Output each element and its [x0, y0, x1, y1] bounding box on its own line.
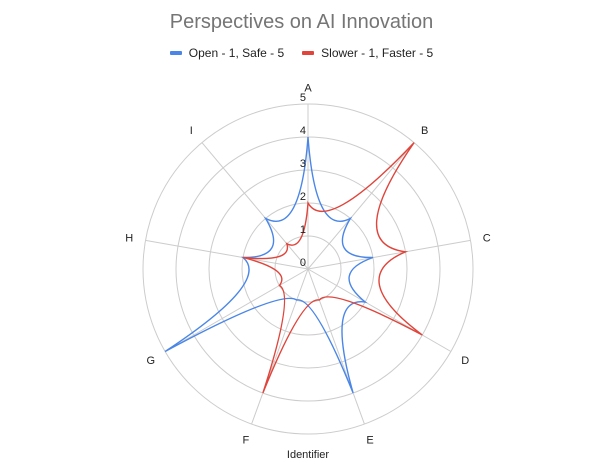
spoke-D: [307, 268, 452, 352]
tick-label-0: 0: [300, 257, 306, 269]
legend-item-series-2[interactable]: Slower - 1, Faster - 5: [302, 46, 433, 60]
spoke-H: [145, 239, 309, 270]
legend-label-series-1: Open - 1, Safe - 5: [188, 46, 285, 60]
series-line-1: [164, 136, 374, 394]
tick-label-2: 2: [300, 191, 306, 203]
chart-title: Perspectives on AI Innovation: [169, 11, 434, 33]
series-line-2: [242, 142, 423, 394]
spoke-E: [307, 268, 365, 425]
spoke-G: [164, 268, 309, 352]
legend-label-series-2: Slower - 1, Faster - 5: [321, 46, 434, 60]
tick-label-1: 1: [300, 224, 306, 236]
spoke-C: [307, 239, 471, 270]
legend-swatch-series-1: [169, 51, 182, 55]
legend: Open - 1, Safe - 5 Slower - 1, Faster - …: [0, 46, 603, 60]
category-label-D: D: [461, 355, 469, 367]
category-label-F: F: [243, 435, 250, 447]
tick-label-4: 4: [300, 125, 306, 137]
category-label-G: G: [147, 355, 156, 367]
category-label-H: H: [125, 232, 133, 244]
tick-label-3: 3: [300, 158, 306, 170]
spoke-F: [251, 268, 309, 425]
tick-label-5: 5: [300, 92, 306, 104]
category-label-I: I: [190, 125, 193, 137]
axis-title: Identifier: [287, 449, 330, 461]
legend-swatch-series-2: [302, 51, 315, 55]
category-label-B: B: [421, 125, 428, 137]
category-label-E: E: [366, 435, 373, 447]
legend-item-series-1[interactable]: Open - 1, Safe - 5: [169, 46, 285, 60]
spoke-I: [201, 142, 309, 270]
spoke-B: [307, 142, 415, 270]
category-label-C: C: [483, 232, 491, 244]
category-label-A: A: [304, 83, 312, 95]
